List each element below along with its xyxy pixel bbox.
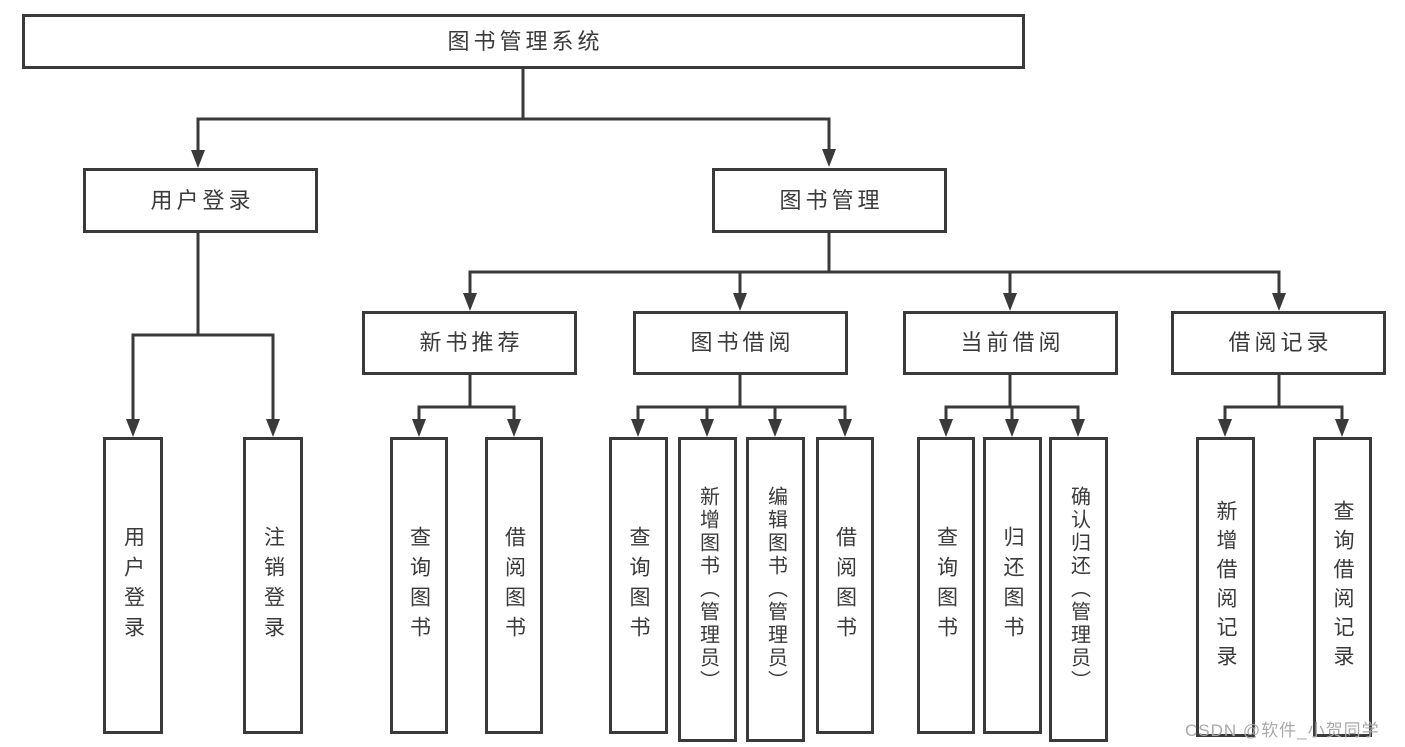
node-root: 图书管理系统 [22,14,1025,69]
node-root-label: 图书管理系统 [447,28,604,54]
leaf-borrow-add-admin-label: 新增图书（管理员） [696,486,719,693]
leaf-borrow-query-label: 查询图书 [627,525,650,646]
node-book-borrow-label: 图书借阅 [690,330,795,355]
leaf-borrow-edit-admin: 编辑图书（管理员） [746,437,805,742]
leaf-borrow-book-label: 借阅图书 [833,525,857,646]
node-current-borrow: 当前借阅 [903,311,1118,375]
leaf-current-confirm-admin-label: 确认归还（管理员） [1067,486,1090,693]
leaf-newbooks-query-label: 查询图书 [407,525,431,646]
node-book-management: 图书管理 [712,168,947,233]
node-current-borrow-label: 当前借阅 [960,330,1065,355]
node-book-borrow: 图书借阅 [633,311,848,375]
node-user-login-label: 用户登录 [150,187,255,213]
leaf-newbooks-borrow-label: 借阅图书 [502,525,526,646]
node-new-book-recommend-label: 新书推荐 [419,330,524,355]
arrowheads [126,149,1349,437]
leaf-records-query: 查询借阅记录 [1313,437,1372,737]
leaf-records-query-label: 查询借阅记录 [1331,500,1354,674]
node-new-book-recommend: 新书推荐 [362,311,577,375]
leaf-current-query-label: 查询图书 [934,525,958,646]
leaf-logout-label: 注销登录 [261,525,285,646]
leaf-current-query: 查询图书 [917,437,975,734]
leaf-newbooks-query: 查询图书 [390,437,448,734]
node-book-management-label: 图书管理 [779,187,884,213]
leaf-current-return: 归还图书 [983,437,1042,734]
leaf-newbooks-borrow: 借阅图书 [485,437,543,734]
leaf-borrow-query: 查询图书 [609,437,668,734]
csdn-watermark: CSDN @软件_小贺同学 [1185,721,1380,740]
leaf-records-add-label: 新增借阅记录 [1214,500,1237,674]
leaf-user-login: 用户登录 [103,437,163,734]
node-borrow-records-label: 借阅记录 [1228,330,1333,355]
node-user-login: 用户登录 [83,168,318,233]
leaf-user-login-label: 用户登录 [121,525,145,646]
leaf-current-confirm-admin: 确认归还（管理员） [1049,437,1108,742]
leaf-current-return-label: 归还图书 [1001,525,1024,646]
leaf-borrow-edit-admin-label: 编辑图书（管理员） [764,486,787,693]
leaf-logout: 注销登录 [243,437,303,734]
leaf-records-add: 新增借阅记录 [1196,437,1255,737]
leaf-borrow-book: 借阅图书 [816,437,874,734]
node-borrow-records: 借阅记录 [1171,311,1386,375]
leaf-borrow-add-admin: 新增图书（管理员） [678,437,737,742]
